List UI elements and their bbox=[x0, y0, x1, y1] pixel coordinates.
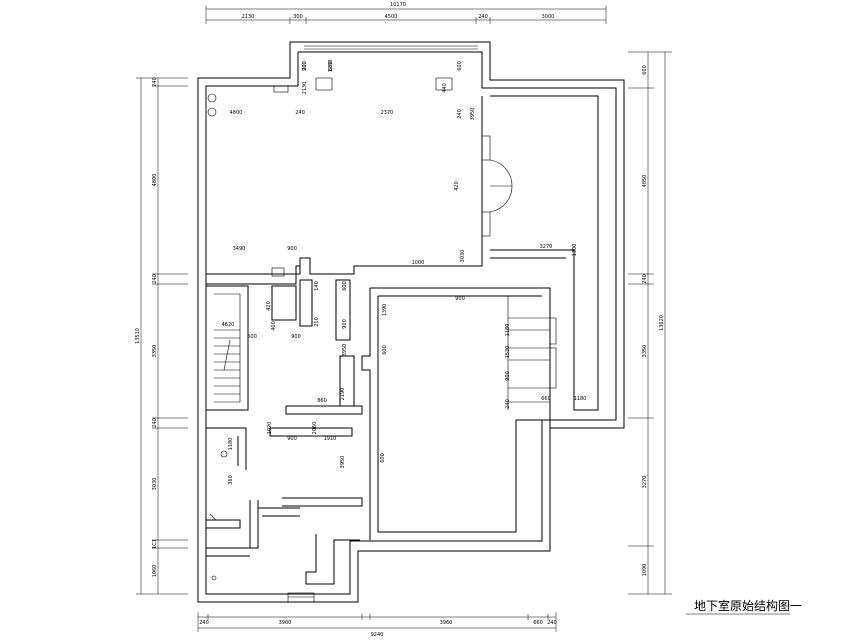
dim-right-1: 4850 bbox=[642, 175, 648, 188]
dim-interior-label: 900 bbox=[287, 246, 297, 252]
dim-interior-label: 420 bbox=[266, 301, 272, 311]
dim-interior-label: 900 bbox=[342, 319, 348, 329]
dim-top-total: 10170 bbox=[390, 2, 406, 8]
dim-interior-label: 1910 bbox=[324, 436, 337, 442]
dim-interior-label: 140 bbox=[314, 281, 320, 291]
dim-interior-label: 3030 bbox=[460, 250, 466, 263]
interior-dimension-labels: 200 600 600 2130 440 4800 240 2370 240 3950 420 303… bbox=[222, 60, 587, 485]
dim-interior-label: 3950 bbox=[340, 456, 346, 469]
dim-interior-label: 2060 bbox=[312, 422, 318, 435]
dim-left-5: 3030 bbox=[152, 478, 158, 491]
dim-right-4: 3270 bbox=[642, 476, 648, 489]
dim-interior-label: 1390 bbox=[382, 304, 388, 317]
dim-interior-label: 3490 bbox=[233, 246, 246, 252]
dim-right-2: 240 bbox=[642, 274, 648, 284]
dim-right-total: 13620 bbox=[659, 315, 665, 331]
dim-right-0: 600 bbox=[642, 65, 648, 75]
dim-interior-label: 4800 bbox=[230, 110, 243, 116]
dim-interior-label: 900 bbox=[505, 371, 511, 381]
dim-interior-label: 240 bbox=[505, 399, 511, 409]
dim-right-3: 3350 bbox=[642, 345, 648, 358]
dim-interior-label: 660 bbox=[541, 396, 551, 402]
dim-interior-label: 440 bbox=[442, 83, 448, 93]
dim-interior-label: 360 bbox=[228, 475, 234, 485]
dim-top-0: 2130 bbox=[242, 14, 255, 20]
dim-interior-label: 2370 bbox=[381, 110, 394, 116]
dim-left-3: 3350 bbox=[152, 345, 158, 358]
dim-interior-label: 1530 bbox=[505, 346, 511, 359]
dim-interior-label: 2130 bbox=[302, 82, 308, 95]
dim-interior-label: 860 bbox=[317, 398, 327, 404]
dim-left-4: 240 bbox=[152, 418, 158, 428]
dim-interior-label: 1300 bbox=[572, 244, 578, 257]
dim-top-4: 3000 bbox=[542, 14, 555, 20]
dim-interior-label: 600 bbox=[382, 345, 388, 355]
dim-interior-label: 900 bbox=[302, 61, 308, 71]
dim-left-1: 4800 bbox=[152, 174, 158, 187]
dim-bottom-1: 3900 bbox=[279, 620, 292, 626]
dim-interior-label: 1000 bbox=[412, 260, 425, 266]
dim-right-5: 1090 bbox=[642, 564, 648, 577]
dim-interior-label: 2190 bbox=[340, 388, 346, 401]
dim-top-2: 4500 bbox=[385, 14, 398, 20]
dim-left-2: 240 bbox=[152, 274, 158, 284]
dim-interior-label: 3950 bbox=[470, 108, 476, 121]
interior-walls bbox=[206, 77, 599, 585]
dim-interior-label: 3950 bbox=[342, 344, 348, 357]
dim-left-total: 13510 bbox=[135, 328, 141, 344]
dim-bottom-total: 9240 bbox=[371, 632, 384, 638]
dim-interior-label: 1020 bbox=[267, 422, 273, 435]
dim-bottom-0: 240 bbox=[199, 620, 209, 626]
dim-interior-label: 400 bbox=[271, 321, 277, 331]
drawing-title: 地下室原始结构图一 bbox=[694, 598, 802, 613]
dim-left-0: 240 bbox=[152, 77, 158, 87]
dim-left-7: 1060 bbox=[152, 565, 158, 578]
dim-interior-label: 900 bbox=[291, 334, 301, 340]
dim-interior-label: 1180 bbox=[505, 324, 511, 337]
dim-interior-label: 600 bbox=[247, 334, 257, 340]
dimension-labels: 10170 2130 300 4500 240 3000 240 3900 39… bbox=[135, 2, 665, 638]
dim-interior-label: 240 bbox=[295, 110, 305, 116]
dim-interior-label: 200 bbox=[302, 61, 308, 71]
dim-left-6: 1C1 bbox=[152, 539, 158, 549]
dim-interior-label: 600 bbox=[342, 281, 348, 291]
dim-interior-label: 1180 bbox=[574, 396, 587, 402]
dim-interior-label: 240 bbox=[457, 109, 463, 119]
dim-bottom-3: 660 bbox=[533, 620, 543, 626]
dim-interior-label: 1260 bbox=[328, 60, 334, 73]
dim-interior-label: 600 bbox=[457, 61, 463, 71]
outer-walls bbox=[197, 41, 625, 603]
dimension-lines bbox=[136, 6, 790, 632]
dim-interior-label: 210 bbox=[314, 317, 320, 327]
dim-interior-label: 4620 bbox=[222, 322, 235, 328]
dim-interior-label: 600 bbox=[328, 61, 334, 71]
dim-interior-label: 3270 bbox=[540, 244, 553, 250]
dim-interior-label: 900 bbox=[287, 436, 297, 442]
dim-bottom-4: 240 bbox=[547, 620, 557, 626]
dim-interior-label: 600 bbox=[380, 453, 386, 463]
dim-top-1: 300 bbox=[293, 14, 303, 20]
dim-bottom-2: 3960 bbox=[440, 620, 453, 626]
dim-top-3: 240 bbox=[478, 14, 488, 20]
dim-interior-label: 420 bbox=[454, 181, 460, 191]
dim-interior-label: 1180 bbox=[228, 438, 234, 451]
dim-interior-label: 900 bbox=[455, 296, 465, 302]
